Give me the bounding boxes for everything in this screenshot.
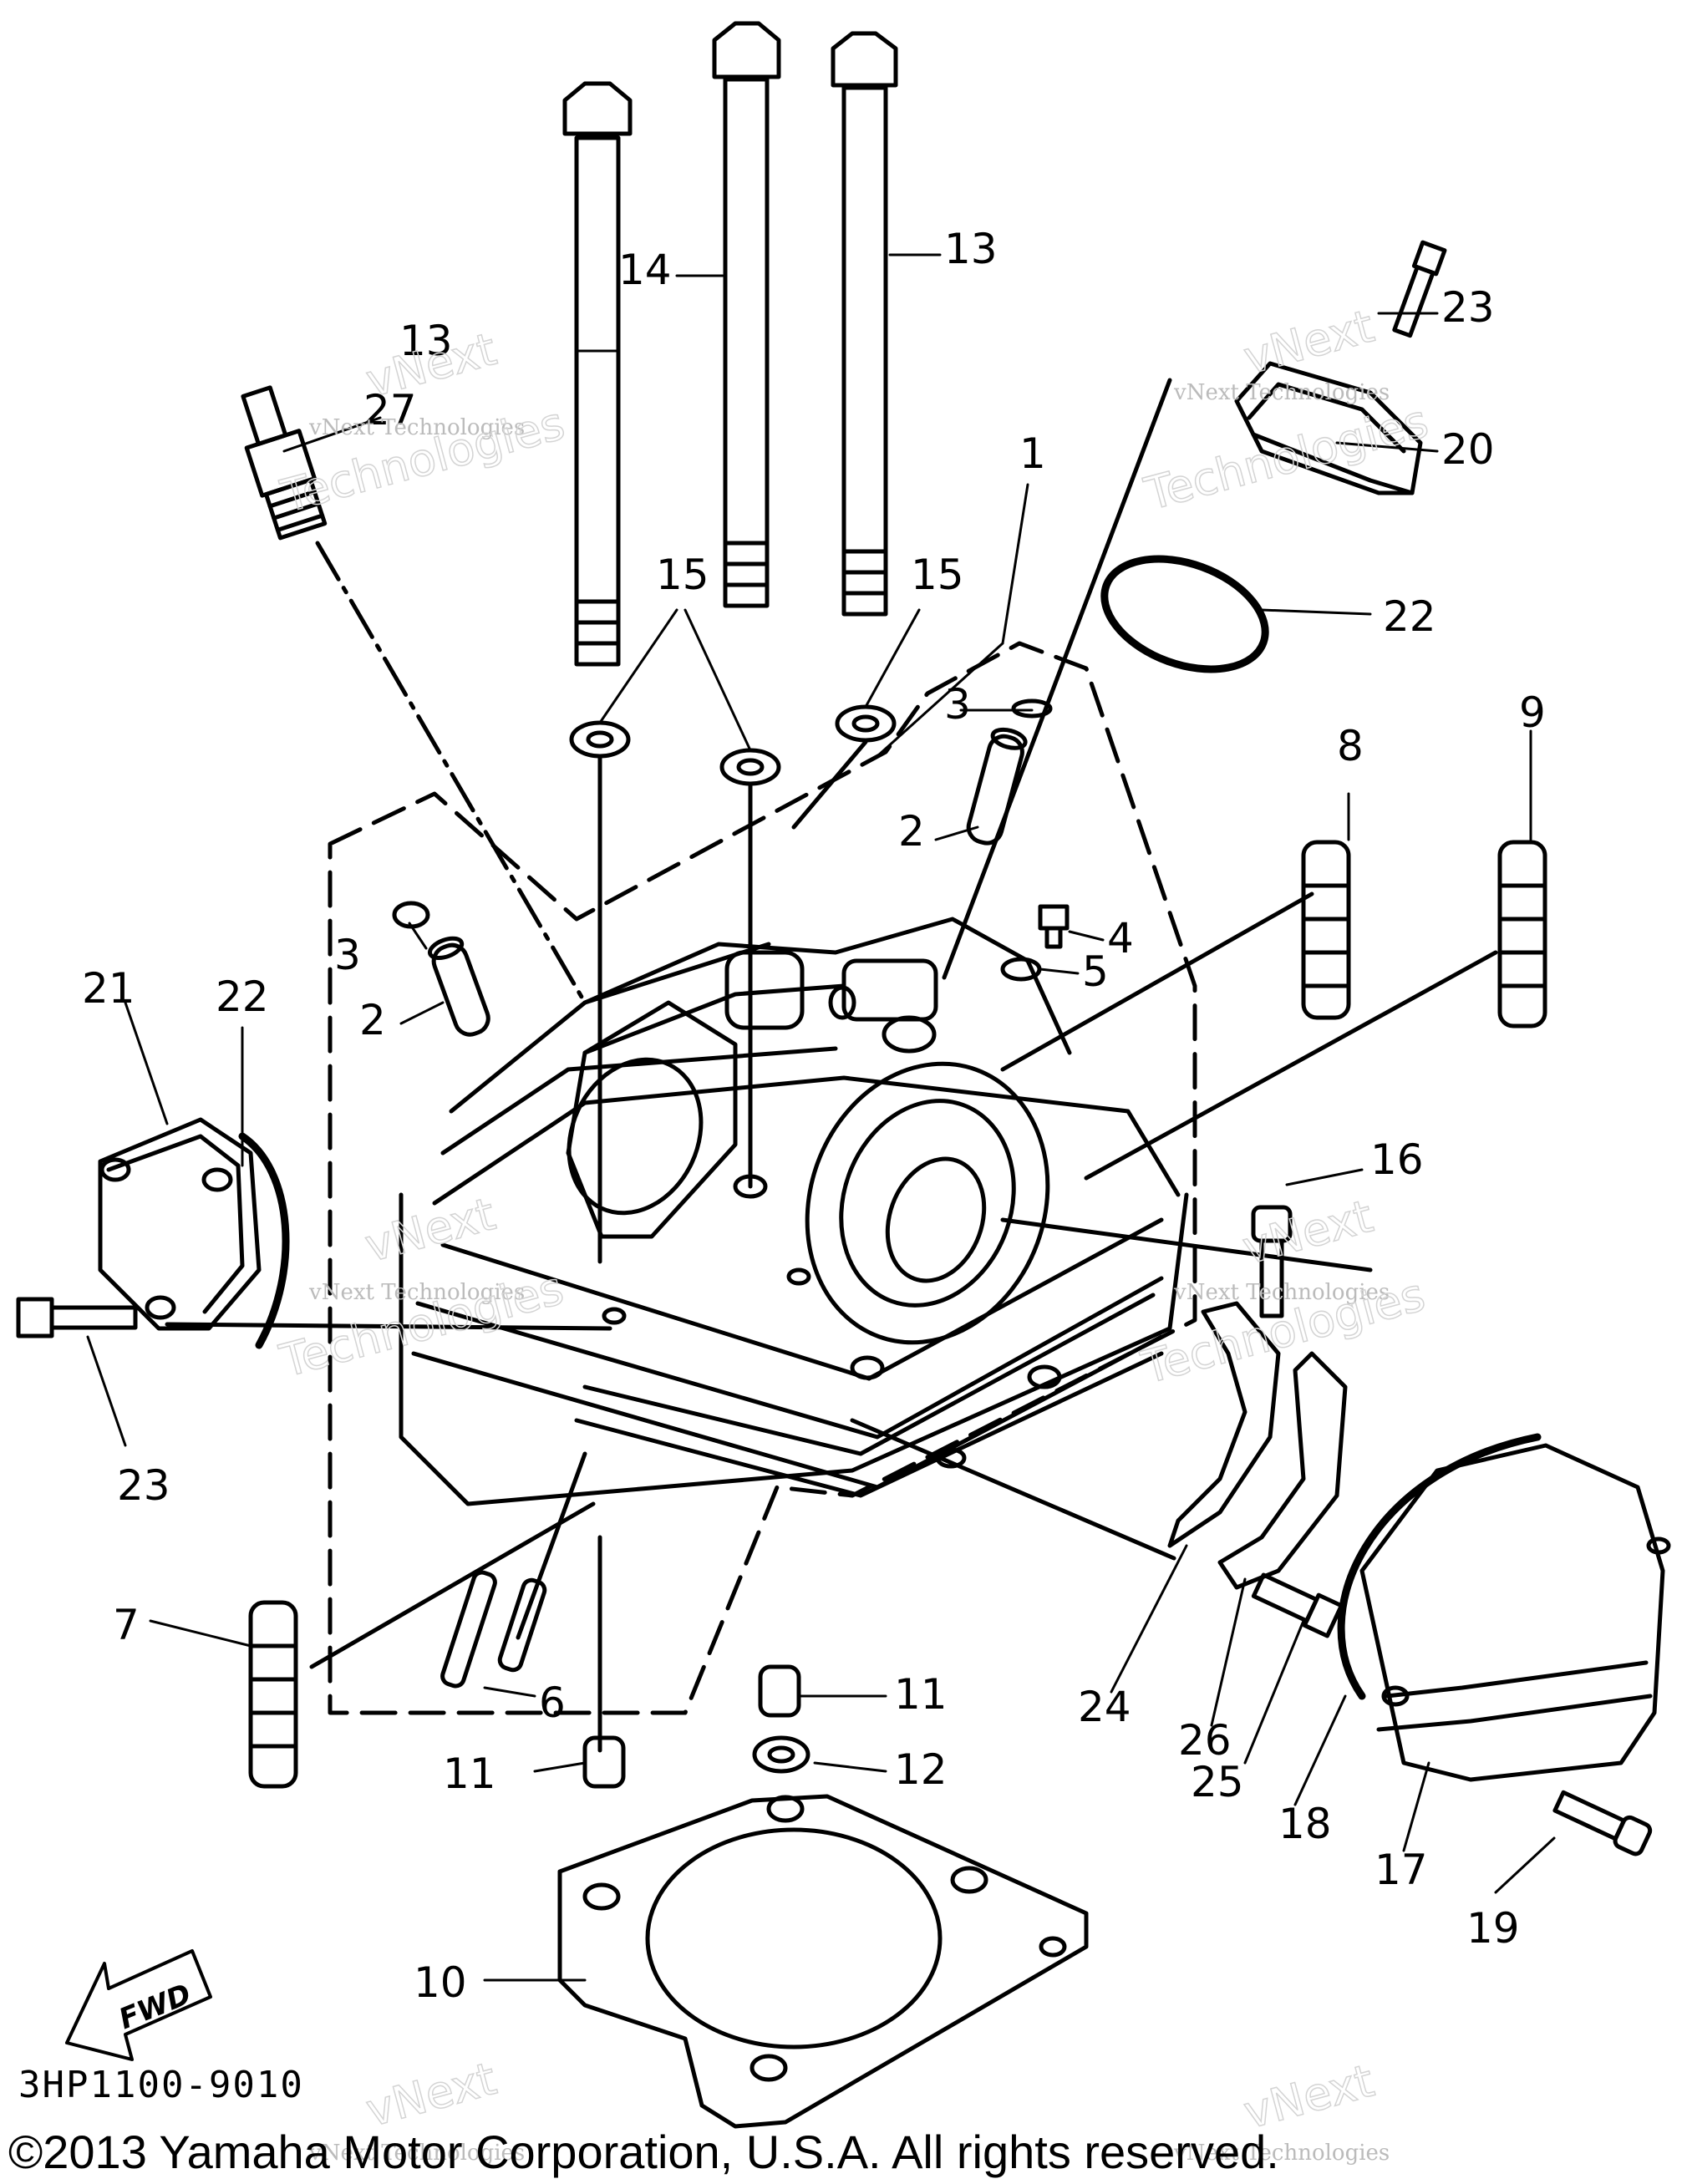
dowel-11-left — [582, 1735, 626, 1789]
callout-12: 12 — [894, 1745, 948, 1794]
callout-21: 21 — [82, 964, 135, 1013]
head-gasket — [557, 1794, 1089, 2129]
valve-guide-left — [427, 936, 490, 1037]
washer-12 — [752, 1735, 810, 1774]
callout-27: 27 — [363, 386, 417, 434]
gasket-26 — [1217, 1351, 1348, 1590]
callout-labels: 13 14 13 23 27 20 1 15 15 22 3 8 9 2 4 3… — [82, 225, 1546, 2007]
screw-4 — [1038, 904, 1070, 949]
watermark-small-3: vNext Technologies — [308, 1280, 525, 1305]
callout-11a: 11 — [894, 1670, 948, 1719]
stud-6 — [440, 1570, 547, 1689]
callout-19: 19 — [1466, 1904, 1520, 1953]
washer-1 — [569, 720, 631, 759]
head-bolt-right — [831, 31, 898, 617]
valve-clip-left — [392, 901, 430, 929]
callout-26: 26 — [1178, 1716, 1232, 1765]
callout-15b: 15 — [911, 551, 964, 599]
o-ring-left — [238, 1132, 290, 1349]
washer-3 — [835, 704, 897, 743]
callout-22-left: 22 — [216, 973, 269, 1021]
forward-arrow-icon — [65, 1949, 212, 2061]
assembly-outline — [328, 641, 1197, 1715]
callout-5: 5 — [1082, 947, 1109, 996]
callout-10: 10 — [414, 1958, 467, 2007]
watermark-big-2b: Technologies — [1139, 394, 1433, 521]
callout-16: 16 — [1370, 1135, 1424, 1184]
watermark-small-5: vNext Technologies — [308, 2141, 525, 2166]
watermark-small-4: vNext Technologies — [1173, 1280, 1390, 1305]
cover-bolt-left — [16, 1297, 138, 1338]
callout-18: 18 — [1278, 1800, 1332, 1848]
pin-7 — [248, 1600, 298, 1789]
spark-plug — [241, 385, 328, 541]
watermark-small-1: vNext Technologies — [308, 415, 525, 440]
callout-6: 6 — [539, 1679, 566, 1727]
callout-2a: 2 — [898, 807, 925, 856]
pin-9 — [1497, 840, 1547, 1029]
callout-11b: 11 — [443, 1750, 496, 1798]
head-bolt-left — [562, 81, 633, 667]
part-code: 3HP1100-9010 — [18, 2064, 304, 2106]
callout-3a: 3 — [944, 680, 971, 729]
o-ring-top — [1100, 555, 1269, 673]
callout-1: 1 — [1019, 429, 1046, 478]
washer-2 — [719, 748, 781, 786]
callout-24: 24 — [1078, 1683, 1131, 1731]
cover-bolt-top — [1392, 240, 1447, 338]
callout-15a: 15 — [656, 551, 709, 599]
callout-14: 14 — [618, 246, 672, 294]
callout-13a: 13 — [399, 317, 453, 365]
valve-guide-right — [966, 727, 1028, 846]
bolt-19 — [1552, 1790, 1653, 1856]
watermark-big-2a: vNext — [1238, 300, 1380, 385]
gasket-24 — [1167, 1301, 1281, 1548]
callout-9: 9 — [1519, 688, 1546, 737]
callout-3b: 3 — [334, 931, 361, 979]
forward-label: FWD — [114, 1978, 196, 2036]
pin-8 — [1301, 840, 1351, 1020]
callout-7: 7 — [113, 1601, 140, 1649]
callout-23-left: 23 — [117, 1461, 170, 1510]
head-bolt-center — [712, 21, 781, 608]
callout-4: 4 — [1107, 914, 1134, 962]
callout-13b: 13 — [944, 225, 998, 273]
copyright-notice: ©2013 Yamaha Motor Corporation, U.S.A. A… — [8, 2126, 1279, 2178]
washer-5 — [1000, 957, 1042, 982]
tappet-cover-top — [1234, 361, 1423, 495]
watermark-small-6: vNext Technologies — [1173, 2141, 1390, 2166]
callout-25: 25 — [1191, 1758, 1244, 1806]
dowel-11-right — [758, 1664, 801, 1718]
watermark-small-2: vNext Technologies — [1173, 380, 1390, 405]
bolt-16 — [1251, 1205, 1293, 1318]
callout-23-top: 23 — [1441, 283, 1495, 332]
callout-20: 20 — [1441, 425, 1495, 474]
callout-2b: 2 — [359, 996, 386, 1044]
bolt-25 — [1251, 1572, 1344, 1638]
valve-clip-right — [1011, 698, 1053, 719]
callout-8: 8 — [1337, 722, 1364, 770]
callout-17: 17 — [1374, 1846, 1428, 1894]
side-cover — [1359, 1443, 1671, 1782]
watermark-big-5a: vNext — [361, 2052, 502, 2137]
o-ring-side — [1337, 1433, 1542, 1700]
watermark-big-3a: vNext — [359, 1187, 501, 1272]
cylinder-head — [399, 917, 1189, 1506]
tappet-cover-left — [98, 1117, 262, 1331]
callout-22-top: 22 — [1383, 592, 1436, 641]
